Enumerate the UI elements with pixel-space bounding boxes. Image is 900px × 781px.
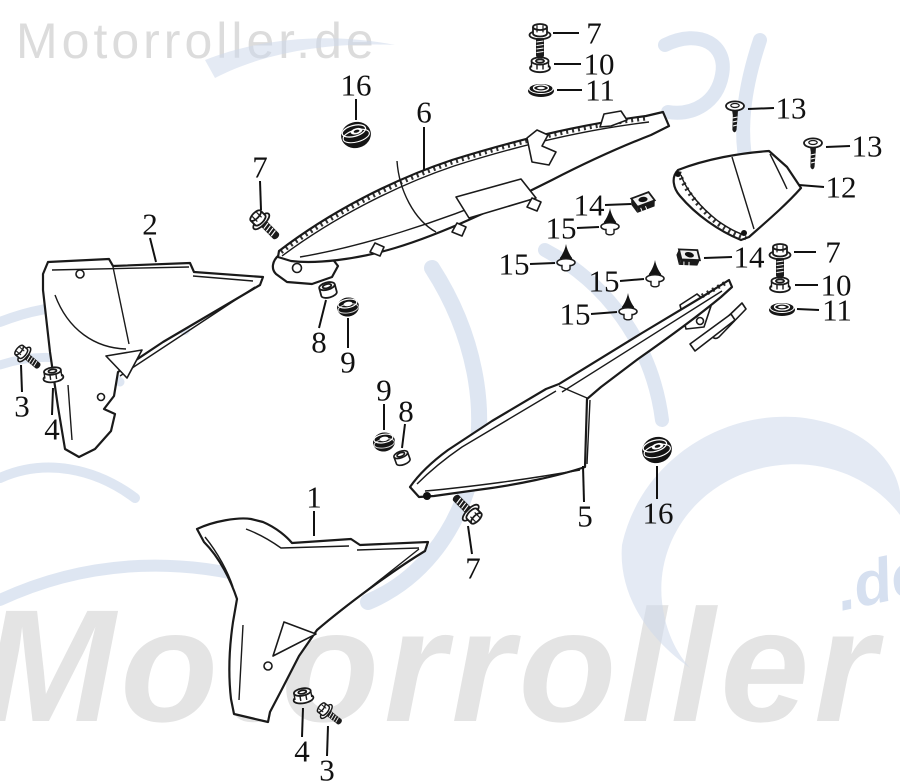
- callout-label-14-10: 14: [574, 188, 606, 223]
- clip-14-a: [628, 190, 658, 215]
- callout-label-9-23: 9: [376, 373, 392, 408]
- callout-label-14-13: 14: [734, 240, 766, 275]
- callout-leader-14-13: [703, 256, 733, 259]
- bolt-3-b: [313, 698, 347, 731]
- callout-label-10-4: 10: [584, 47, 615, 82]
- callout-label-7-28: 7: [465, 551, 481, 586]
- callout-label-15-12: 15: [499, 247, 530, 282]
- callout-label-16-0: 16: [341, 68, 372, 103]
- washer-11-b: [768, 301, 796, 317]
- part-5-side-panel: [408, 278, 747, 500]
- callout-label-15-15: 15: [589, 264, 620, 299]
- part-1-side-panel: [195, 517, 430, 724]
- watermark-bottom: Motorroller: [0, 576, 882, 755]
- nut-10-b: [769, 276, 791, 294]
- callout-label-8-21: 8: [311, 325, 327, 360]
- callout-leader-4-20: [51, 387, 54, 416]
- callout-label-11-18: 11: [822, 293, 852, 328]
- grommet-9-b: [370, 430, 398, 454]
- part-12-rear-cover: [672, 149, 803, 242]
- callout-leader-15-12: [529, 262, 556, 265]
- callout-label-16-27: 16: [643, 496, 674, 531]
- part-2-side-panel: [41, 257, 265, 459]
- bushing-8-a: [317, 279, 339, 301]
- callout-leader-15-17: [590, 311, 618, 315]
- hardware-layer: [10, 23, 823, 731]
- bolt-7-c: [245, 205, 286, 246]
- grommet-16-a: [337, 117, 375, 153]
- nut-10-a: [529, 56, 551, 74]
- washer-11-a: [527, 82, 555, 98]
- callout-leader-8-24: [401, 423, 406, 449]
- callout-label-10-16: 10: [821, 268, 852, 303]
- screw-13-b: [803, 137, 823, 171]
- callout-leader-15-15: [619, 278, 645, 282]
- callout-leader-7-2: [259, 180, 262, 211]
- callout-label-6-1: 6: [416, 95, 432, 130]
- callout-leader-13-7: [825, 145, 851, 148]
- clip-14-b: [673, 244, 704, 271]
- callout-leader-5-26: [582, 465, 585, 503]
- callout-leader-4-29: [301, 707, 304, 738]
- callout-leader-7-28: [467, 525, 473, 555]
- callout-label-9-22: 9: [340, 345, 356, 380]
- nut-4-b: [290, 685, 315, 706]
- bolt-7-b: [768, 243, 792, 279]
- callout-label-3-19: 3: [14, 389, 30, 424]
- callout-leader-8-21: [318, 299, 327, 329]
- callout-label-7-2: 7: [252, 150, 268, 185]
- callout-label-12-8: 12: [826, 170, 857, 205]
- bolt-7-a: [528, 23, 552, 59]
- callout-label-1-25: 1: [306, 480, 322, 515]
- callout-leader-3-19: [20, 364, 23, 393]
- callout-label-4-20: 4: [44, 412, 60, 447]
- part-6-upper-panel: [271, 110, 671, 286]
- callout-label-13-6: 13: [776, 91, 807, 126]
- nut-4-a: [41, 365, 65, 385]
- callout-leader-3-30: [326, 725, 329, 757]
- callout-leader-11-18: [796, 308, 820, 311]
- callout-label-3-30: 3: [319, 753, 335, 781]
- callout-leader-2-9: [149, 237, 157, 263]
- callout-leader-15-11: [576, 226, 600, 229]
- callout-label-5-26: 5: [577, 499, 593, 534]
- callout-label-15-17: 15: [560, 297, 591, 332]
- callout-label-4-29: 4: [294, 734, 310, 769]
- callout-label-2-9: 2: [142, 207, 158, 242]
- rivet-15-c: [645, 259, 665, 288]
- grommet-9-a: [334, 295, 362, 319]
- callout-label-15-11: 15: [546, 211, 577, 246]
- callout-leader-12-8: [798, 184, 825, 188]
- callout-label-7-3: 7: [586, 16, 602, 51]
- grommet-16-b: [638, 432, 676, 468]
- callout-label-13-7: 13: [852, 129, 883, 164]
- callout-leader-14-10: [604, 203, 632, 206]
- callout-label-7-14: 7: [825, 235, 841, 270]
- callout-label-8-24: 8: [398, 394, 414, 429]
- bushing-8-b: [392, 448, 412, 468]
- callout-label-11-5: 11: [585, 73, 615, 108]
- callout-leader-13-6: [747, 107, 775, 110]
